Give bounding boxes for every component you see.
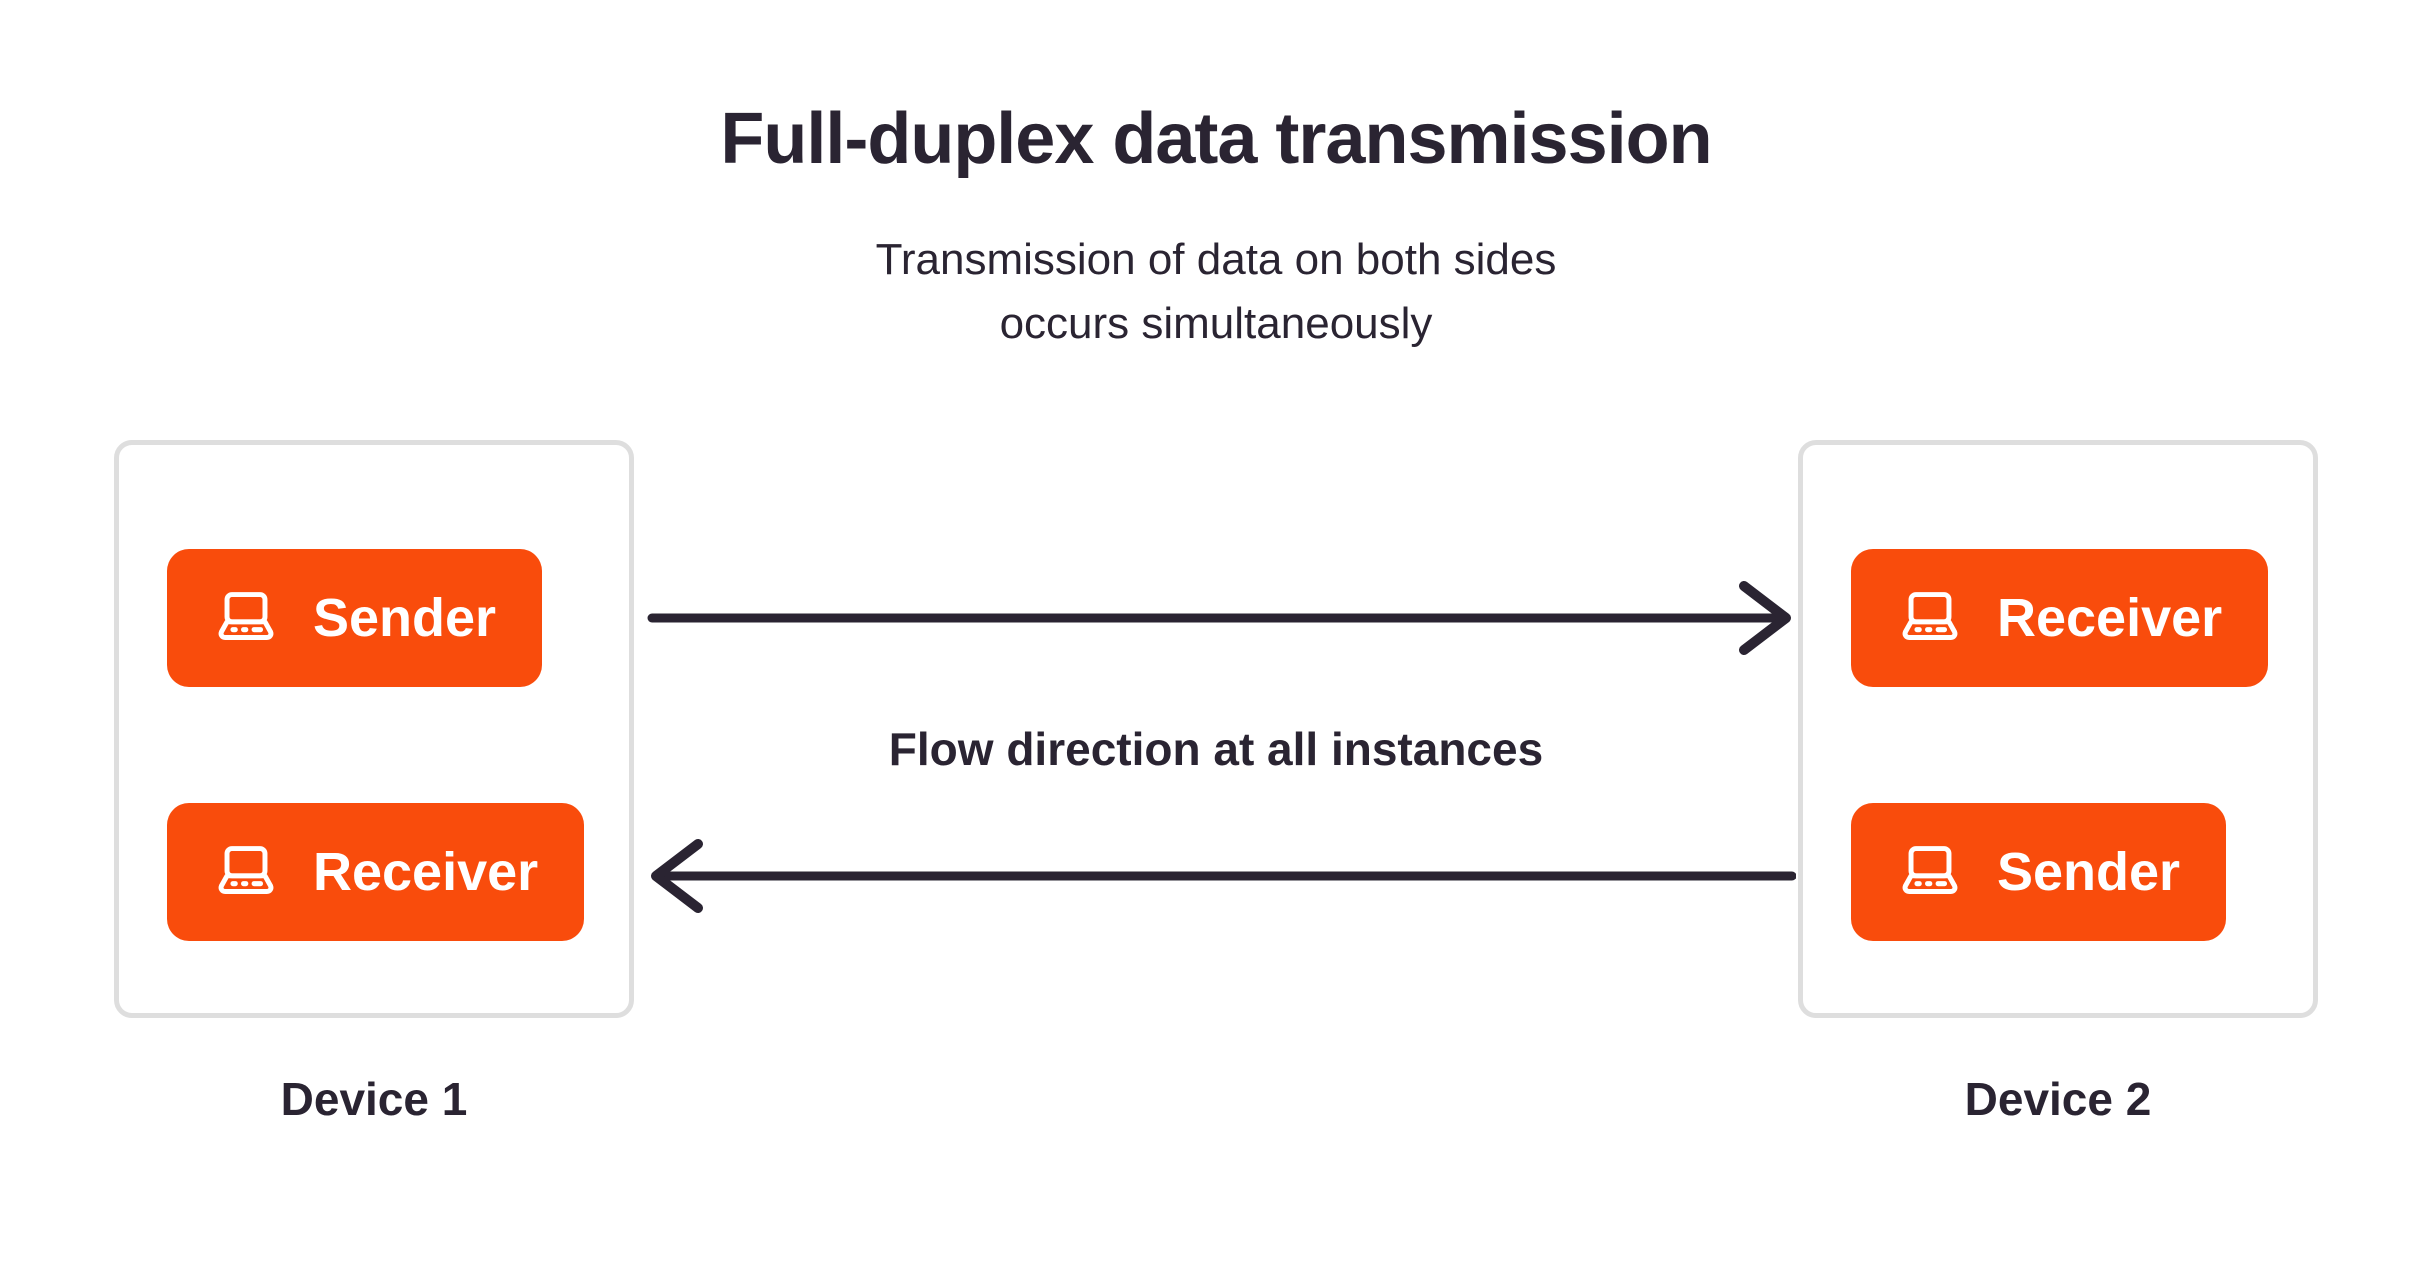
laptop-icon — [213, 845, 279, 900]
flow-direction-label: Flow direction at all instances — [888, 723, 1544, 775]
chip-label: Sender — [313, 588, 497, 648]
device-1-box: Sender Receiver — [114, 440, 634, 1018]
laptop-icon — [213, 591, 279, 646]
page-title: Full-duplex data transmission — [720, 99, 1712, 179]
device-2-box: Receiver Sender — [1798, 440, 2318, 1018]
subtitle-line-2: occurs simultaneously — [999, 298, 1433, 348]
device-2-sender-chip: Sender — [1851, 803, 2227, 941]
device-1-label: Device 1 — [280, 1073, 468, 1125]
flow-arrow-right — [646, 578, 1796, 658]
chip-label: Receiver — [1997, 588, 2223, 648]
device-2-label: Device 2 — [1964, 1073, 2152, 1125]
device-1-sender-chip: Sender — [167, 549, 543, 687]
chip-label: Receiver — [313, 842, 539, 902]
laptop-icon — [1897, 591, 1963, 646]
laptop-icon — [1897, 845, 1963, 900]
device-2-receiver-chip: Receiver — [1851, 549, 2269, 687]
device-1-receiver-chip: Receiver — [167, 803, 585, 941]
subtitle: Transmission of data on both sides occur… — [0, 228, 2432, 356]
subtitle-line-1: Transmission of data on both sides — [875, 235, 1557, 284]
chip-label: Sender — [1997, 842, 2181, 902]
flow-arrow-left — [646, 836, 1796, 916]
